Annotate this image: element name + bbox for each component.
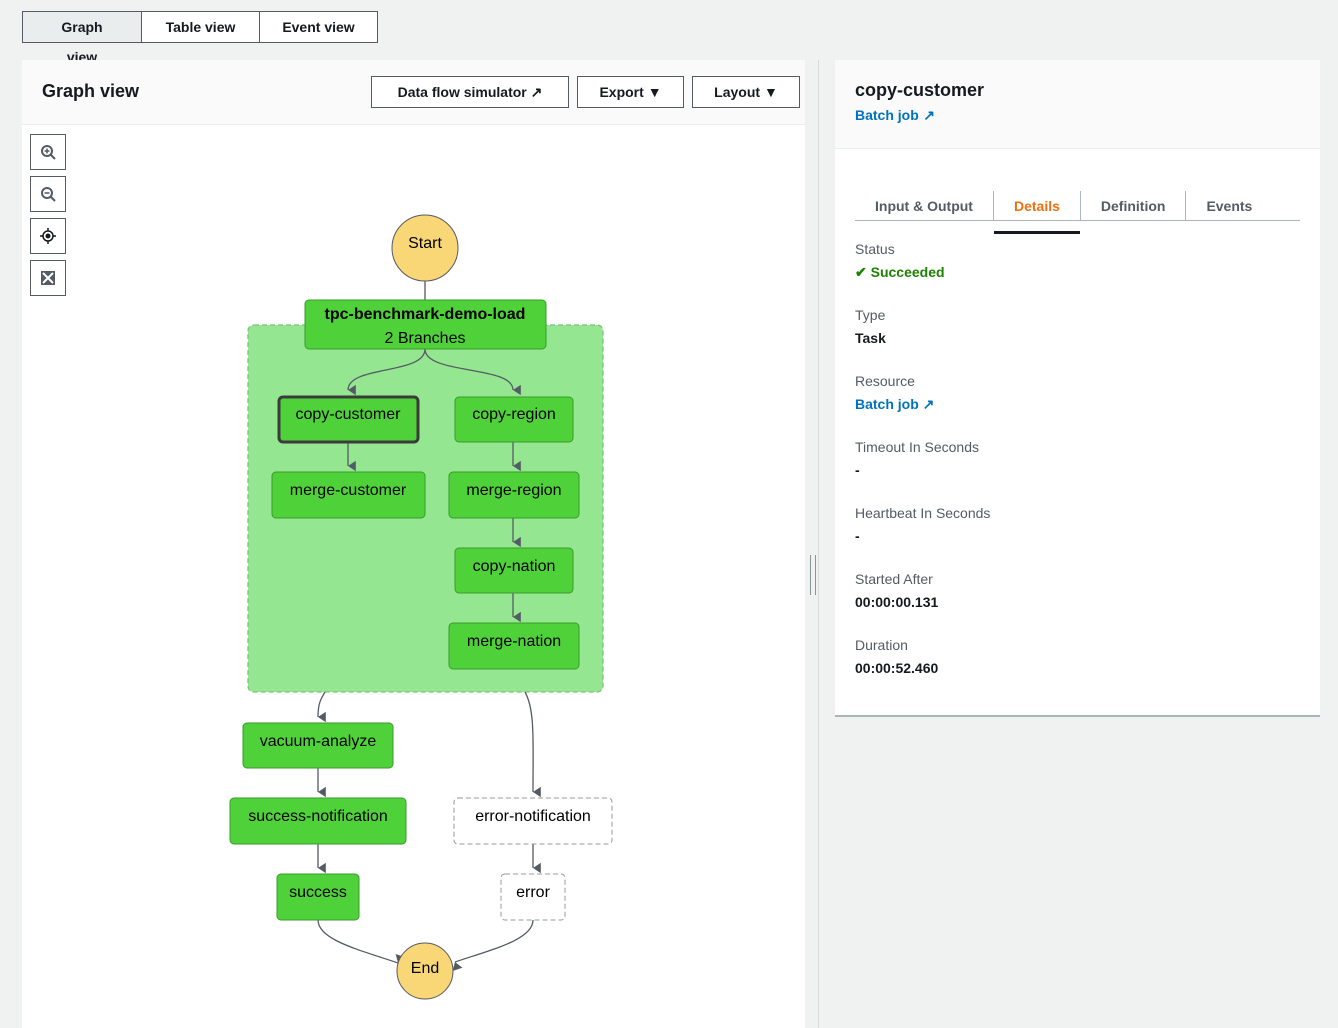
panel-divider [818,60,819,1028]
graph-panel-title: Graph view [42,81,140,101]
field-heartbeat: Heartbeat In Seconds - [855,505,990,544]
field-status: Status ✔ Succeeded [855,241,945,281]
parallel-name: tpc-benchmark-demo-load [325,306,526,323]
batch-job-link[interactable]: Batch job [855,107,919,123]
node-merge-customer[interactable]: merge-customer [271,471,426,519]
field-label: Type [855,307,886,323]
zoom-out-button[interactable] [30,176,66,212]
field-value: 00:00:00.131 [855,594,939,610]
node-label: copy-nation [473,558,556,575]
field-value: - [855,462,860,478]
node-label: copy-region [472,406,556,423]
zoom-in-button[interactable] [30,134,66,170]
node-label: error [516,884,550,901]
tab-event-view[interactable]: Event view [259,12,377,42]
external-link-icon: ↗ [922,396,935,412]
tab-definition[interactable]: Definition [1079,191,1186,221]
node-merge-region[interactable]: merge-region [448,471,580,519]
layout-button[interactable]: Layout ▼ [692,76,800,108]
node-label: merge-customer [290,482,407,499]
fit-button[interactable] [30,260,66,296]
export-label: Export [599,84,644,100]
resize-handle[interactable] [810,555,816,595]
field-label: Heartbeat In Seconds [855,505,991,521]
tab-table-view[interactable]: Table view [141,12,259,42]
node-copy-region[interactable]: copy-region [454,396,574,443]
zoom-out-icon [41,187,56,202]
node-error[interactable]: error [500,873,566,921]
node-label: error-notification [475,808,591,825]
graph-panel-header: Graph view Data flow simulator ↗ Export … [22,60,805,125]
layout-label: Layout [714,84,761,100]
node-copy-customer[interactable]: copy-customer [277,395,420,444]
center-button[interactable] [30,218,66,254]
status-value: Succeeded [870,264,945,280]
details-title: copy-customer [855,80,985,100]
node-label: success-notification [248,808,388,825]
export-button[interactable]: Export ▼ [577,76,684,108]
view-switcher: Graph view Table view Event view [22,11,378,65]
node-label: copy-customer [296,406,402,423]
edges [247,281,604,972]
data-flow-simulator-button[interactable]: Data flow simulator ↗ [371,76,569,108]
node-merge-nation[interactable]: merge-nation [448,622,580,670]
check-circle-icon: ✔ [855,264,867,280]
field-value: Task [855,330,886,346]
node-label: merge-region [466,482,561,499]
node-copy-nation[interactable]: copy-nation [454,547,574,594]
zoom-in-icon [41,145,56,160]
field-label: Resource [855,373,915,389]
node-success-notification[interactable]: success-notification [229,797,407,845]
end-label: End [411,960,439,977]
field-label: Status [855,241,895,257]
details-header: copy-customer Batch job ↗ [835,60,1320,149]
details-panel: copy-customer Batch job ↗ Input & Output… [835,60,1320,717]
external-link-icon: ↗ [530,84,543,100]
field-label: Duration [855,637,908,653]
field-label: Timeout In Seconds [855,439,979,455]
end-node[interactable]: End [396,942,454,1000]
caret-down-icon: ▼ [647,84,662,100]
node-label: merge-nation [467,633,561,650]
resource-link[interactable]: Batch job [855,396,919,412]
start-label: Start [408,235,442,252]
node-success[interactable]: success [276,873,360,921]
start-node[interactable]: Start [391,214,459,282]
field-value: - [855,528,860,544]
tab-details[interactable]: Details [992,191,1080,234]
field-timeout: Timeout In Seconds - [855,439,979,478]
field-duration: Duration 00:00:52.460 [855,637,938,676]
node-error-notification[interactable]: error-notification [453,797,613,845]
field-started-after: Started After 00:00:00.131 [855,571,938,610]
fit-icon [41,271,55,285]
tab-input-output[interactable]: Input & Output [875,198,973,214]
simulator-label: Data flow simulator [397,84,527,100]
external-link-icon: ↗ [923,107,935,123]
field-value: 00:00:52.460 [855,660,939,676]
caret-down-icon: ▼ [763,84,778,100]
node-label: success [289,884,347,901]
field-label: Started After [855,571,933,587]
node-vacuum-analyze[interactable]: vacuum-analyze [242,722,394,769]
details-tabs: Input & Output Details Definition Events [855,178,1300,234]
parallel-node[interactable]: tpc-benchmark-demo-load 2 Branches [304,299,547,350]
parallel-branches: 2 Branches [385,330,466,347]
tab-events[interactable]: Events [1185,191,1272,221]
state-machine-graph: Start tpc-benchmark-demo-load 2 Branches… [229,214,613,1000]
tab-graph-view[interactable]: Graph view [23,12,141,65]
center-icon [40,228,56,244]
node-label: vacuum-analyze [260,733,377,750]
